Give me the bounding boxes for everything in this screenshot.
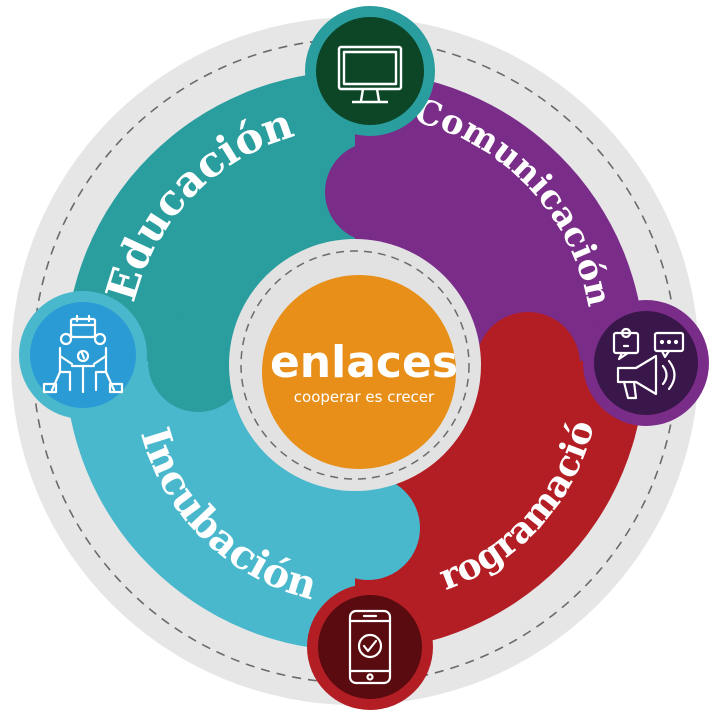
smartphone-check-icon	[348, 609, 392, 685]
megaphone-icon	[612, 327, 685, 400]
knob-incubacion	[316, 476, 420, 580]
badge-educacion	[305, 6, 435, 136]
badge-programacion	[307, 584, 433, 710]
logo-tagline: cooperar es crecer	[294, 388, 435, 406]
meeting-icon	[42, 314, 124, 394]
badge-comunicacion	[583, 300, 709, 426]
knob-programacion	[476, 312, 580, 416]
knob-educacion	[148, 312, 248, 412]
badge-incubacion	[19, 291, 147, 419]
knob-comunicacion	[325, 142, 425, 242]
center-circle	[262, 275, 456, 469]
monitor-icon	[337, 45, 403, 104]
logo-name: enlaces	[270, 337, 458, 388]
inner-dashed-ring	[240, 250, 470, 480]
